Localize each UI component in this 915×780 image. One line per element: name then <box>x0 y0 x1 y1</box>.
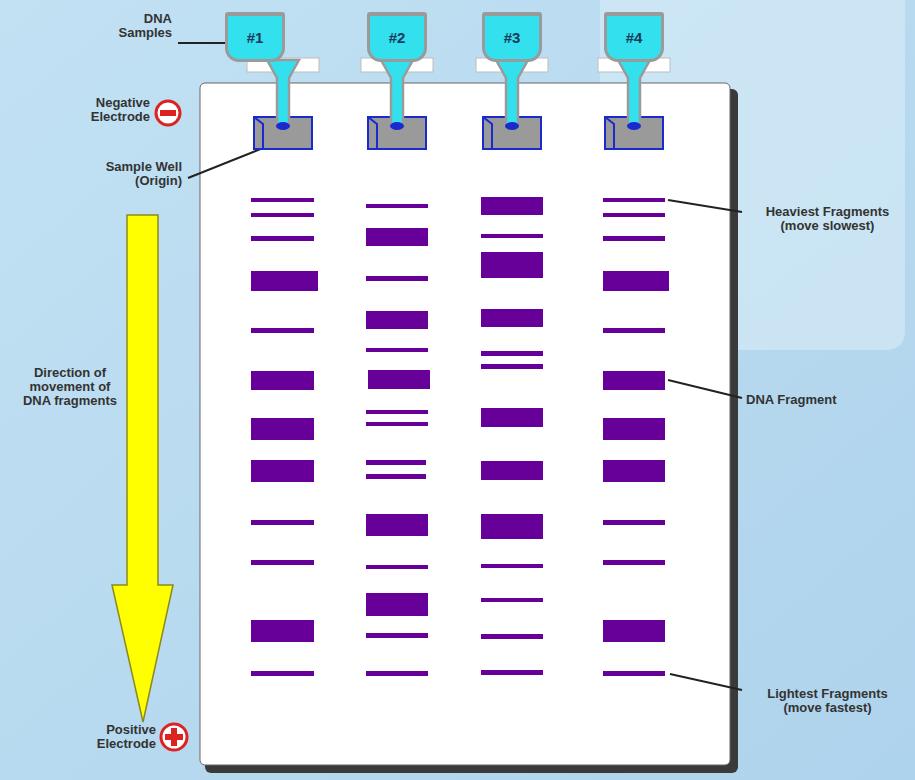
sample-tube: #3 <box>482 12 542 62</box>
light-label: Lightest Fragments (move fastest) <box>753 687 903 715</box>
sample-number: #2 <box>389 29 406 46</box>
sample-number: #4 <box>626 29 643 46</box>
samples-label: DNA Samples <box>88 12 172 40</box>
well-label: Sample Well (Origin) <box>82 160 182 188</box>
electrode-label: Positive Electrode <box>76 723 156 751</box>
sample-tube: #4 <box>604 12 664 62</box>
fragment-label: DNA Fragment <box>746 393 906 407</box>
direction-label: Direction of movement of DNA fragments <box>20 366 120 408</box>
heavy-label: Heaviest Fragments (move slowest) <box>753 205 903 233</box>
sample-number: #1 <box>247 29 264 46</box>
sample-tube: #1 <box>225 12 285 62</box>
electrode-label: Negative Electrode <box>70 96 150 124</box>
sample-tube: #2 <box>367 12 427 62</box>
sample-number: #3 <box>504 29 521 46</box>
